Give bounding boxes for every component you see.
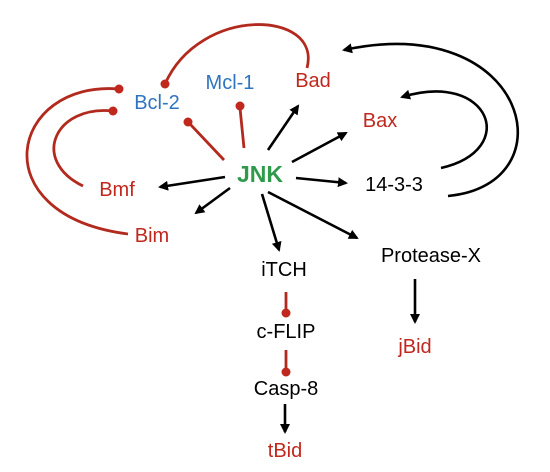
jnk-bmf-arrow bbox=[158, 175, 226, 191]
tbid-label: tBid bbox=[268, 440, 302, 462]
jnk-bim-arrow bbox=[194, 186, 231, 215]
jnk-label: JNK bbox=[237, 161, 283, 187]
14-3-3-label: 14-3-3 bbox=[365, 174, 423, 196]
jnk-mcl1-inhibition-dot bbox=[235, 101, 245, 111]
bim-bcl2-inhibition-dot bbox=[114, 84, 124, 94]
jnk-bax-arrow bbox=[291, 131, 348, 164]
jnk-itch-arrow bbox=[260, 193, 282, 252]
casp8-label: Casp-8 bbox=[254, 378, 318, 400]
jnk-mcl1-inhibition bbox=[238, 107, 246, 149]
jnk-bcl2-inhibition bbox=[188, 123, 226, 161]
cflip-casp8-inhibition-dot bbox=[281, 367, 291, 377]
1433-bax-curve-arrow bbox=[400, 89, 489, 170]
1433-bad-curve-arrow bbox=[342, 42, 520, 198]
protease-x-label: Protease-X bbox=[381, 245, 481, 267]
bad-bcl2-inhibition bbox=[163, 23, 310, 85]
bim-bcl2-inhibition bbox=[25, 87, 129, 236]
itch-cflip-inhibition-dot bbox=[281, 308, 291, 318]
bad-label: Bad bbox=[295, 70, 331, 92]
bmf-bcl2-inhibition-dot bbox=[108, 106, 118, 116]
jnk-bcl2-inhibition-dot bbox=[183, 117, 193, 127]
bad-bcl2-inhibition-dot bbox=[160, 79, 170, 89]
bmf-label: Bmf bbox=[99, 179, 135, 201]
jnk-proteasex-arrow bbox=[267, 190, 359, 240]
jbid-label: jBid bbox=[397, 336, 431, 358]
bmf-bcl2-inhibition bbox=[52, 109, 114, 188]
bim-label: Bim bbox=[135, 225, 169, 247]
jnk-bad-arrow bbox=[266, 104, 300, 151]
cflip-label: c-FLIP bbox=[257, 321, 316, 343]
itch-label: iTCH bbox=[261, 259, 307, 281]
mcl1-label: Mcl-1 bbox=[206, 72, 255, 94]
bcl2-label: Bcl-2 bbox=[134, 92, 180, 114]
jnk-1433-arrow bbox=[295, 176, 348, 188]
bax-label: Bax bbox=[363, 110, 397, 132]
